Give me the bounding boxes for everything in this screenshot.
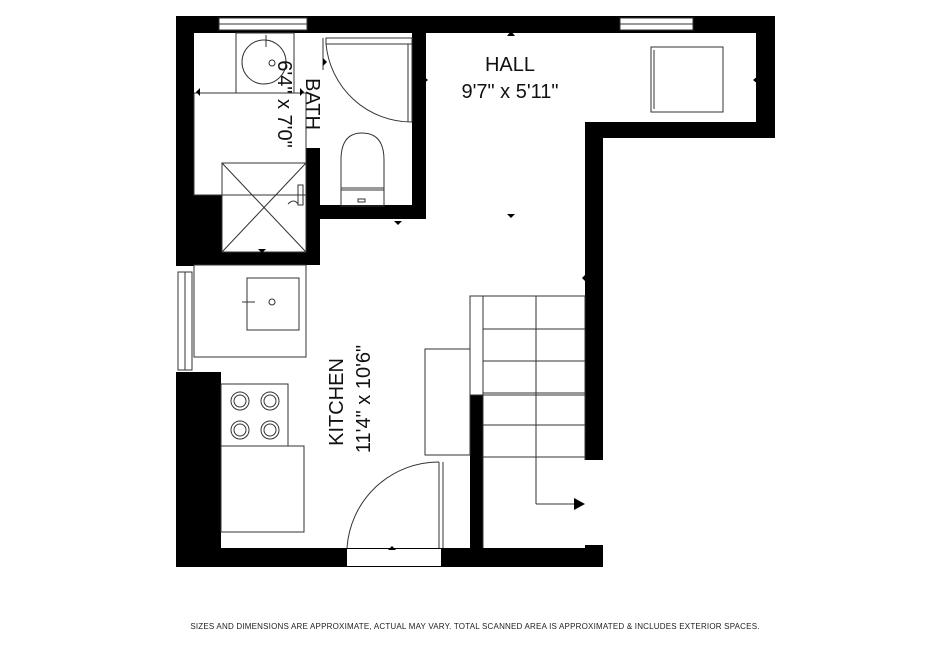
wall-bath-vertical xyxy=(412,33,426,219)
room-name-hall: HALL xyxy=(485,54,535,76)
wall-stair-divider xyxy=(470,395,483,548)
wall-left-lower xyxy=(176,372,221,567)
room-name-kitchen: KITCHEN xyxy=(326,358,348,446)
wall-left-upper xyxy=(176,16,194,266)
wall-hall-bottom xyxy=(585,122,775,138)
room-name-bath: BATH xyxy=(301,78,323,130)
wall-bath-bottom xyxy=(317,205,426,219)
disclaimer-text: SIZES AND DIMENSIONS ARE APPROXIMATE, AC… xyxy=(190,622,760,631)
sink-icon xyxy=(241,39,287,85)
sink-icon xyxy=(246,277,300,331)
windows xyxy=(177,17,694,371)
kitchen-fixtures xyxy=(193,264,471,549)
room-dimensions-hall: 9'7" x 5'11" xyxy=(461,81,558,103)
shower-icon xyxy=(221,162,307,253)
door-swing-icon xyxy=(325,43,413,123)
room-dimensions-kitchen: 11'4" x 10'6" xyxy=(353,345,375,453)
wall-right-stairs xyxy=(585,122,603,460)
stove-icon xyxy=(220,383,289,447)
toilet-icon xyxy=(340,132,385,207)
wall-shower-bottom xyxy=(194,252,320,265)
measure-markers xyxy=(196,31,758,550)
walls xyxy=(176,16,775,567)
stairs-icon xyxy=(469,295,586,548)
hall-cabinet xyxy=(650,46,724,113)
room-dimensions-bath: 6'4" x 7'0" xyxy=(273,60,295,147)
bath-fixtures xyxy=(193,32,413,253)
wall-shower-right xyxy=(306,148,320,263)
wall-shower-left xyxy=(194,195,222,265)
wall-right-hall xyxy=(756,16,775,138)
door-swing-icon xyxy=(346,461,440,549)
